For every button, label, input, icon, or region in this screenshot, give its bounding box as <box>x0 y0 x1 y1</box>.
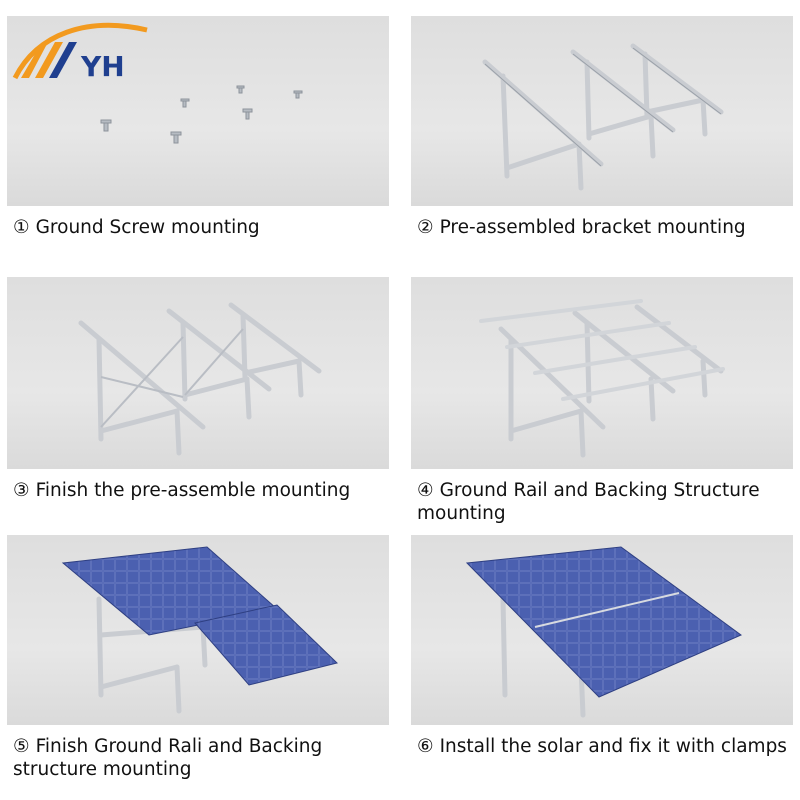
step-3-label: Finish the pre-assemble mounting <box>35 480 351 501</box>
step-6-image <box>411 535 793 725</box>
step-1-image: YH <box>7 16 389 206</box>
installed-panels-illustration <box>465 546 742 718</box>
bracket-illustration <box>482 43 724 191</box>
step-2-number: ② <box>417 217 434 238</box>
logo-text: YH <box>80 50 125 83</box>
step-5-label: Finish Ground Rali and Backing structure… <box>13 736 323 780</box>
step-1-label: Ground Screw mounting <box>35 217 260 238</box>
horizontal-rails <box>479 299 725 401</box>
preassembled-frame <box>78 302 322 456</box>
step-1-number: ① <box>13 217 30 238</box>
step-3-number: ③ <box>13 480 30 501</box>
frame-legs <box>96 596 208 714</box>
ground-screws <box>100 85 303 144</box>
preassembled-illustration <box>78 302 322 456</box>
brackets <box>482 43 724 191</box>
solar-panel-row-bottom <box>194 604 338 686</box>
step-2-image <box>411 16 793 206</box>
step-4-label: Ground Rail and Backing Structure mounti… <box>417 480 760 524</box>
yh-logo: YH <box>12 22 148 83</box>
ground-screws-illustration: YH <box>12 22 303 144</box>
step-6-number: ⑥ <box>417 736 434 757</box>
bracket-shading <box>484 47 722 167</box>
step-4-image <box>411 277 793 469</box>
step-2-label: Pre-assembled bracket mounting <box>439 217 746 238</box>
partial-panels-illustration <box>61 546 338 714</box>
step-3-image <box>7 277 389 469</box>
step-6-label: Install the solar and fix it with clamps <box>439 736 787 757</box>
step-5-image <box>7 535 389 725</box>
solar-panel-array <box>465 546 742 698</box>
rail-frame <box>498 304 724 458</box>
panel-clamp-rail <box>534 592 680 628</box>
step-5-number: ⑤ <box>13 736 30 757</box>
step-4-number: ④ <box>417 480 434 501</box>
rail-illustration <box>479 299 725 458</box>
cross-bracing <box>100 328 244 428</box>
